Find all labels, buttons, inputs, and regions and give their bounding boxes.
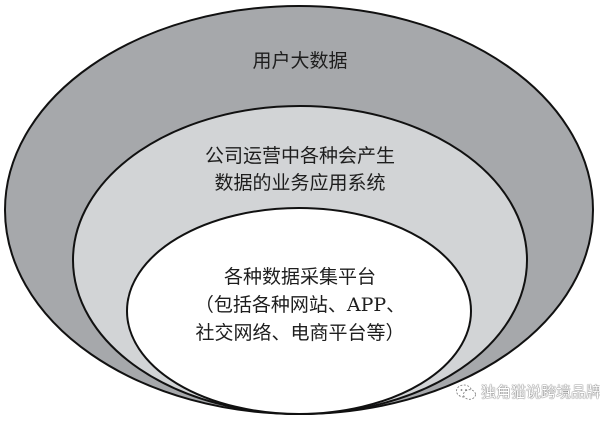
middle-layer-label: 公司运营中各种会产生 数据的业务应用系统: [0, 143, 600, 197]
wechat-icon: [456, 384, 476, 400]
outer-label-line: 用户大数据: [252, 50, 348, 72]
inner-label-line-2: （包括各种网站、APP、: [194, 294, 406, 316]
watermark: 独角猫说跨境品牌: [455, 381, 600, 402]
middle-label-line-2: 数据的业务应用系统: [214, 172, 386, 194]
inner-label-line-3: 社交网络、电商平台等）: [195, 322, 405, 344]
inner-label-line-1: 各种数据采集平台: [223, 266, 376, 288]
inner-layer-label: 各种数据采集平台 （包括各种网站、APP、 社交网络、电商平台等）: [0, 263, 600, 347]
inner-ellipse-collection-platforms: [126, 207, 472, 415]
middle-label-line-1: 公司运营中各种会产生: [204, 145, 395, 167]
watermark-text: 独角猫说跨境品牌: [481, 383, 600, 401]
outer-layer-label: 用户大数据: [0, 48, 600, 74]
